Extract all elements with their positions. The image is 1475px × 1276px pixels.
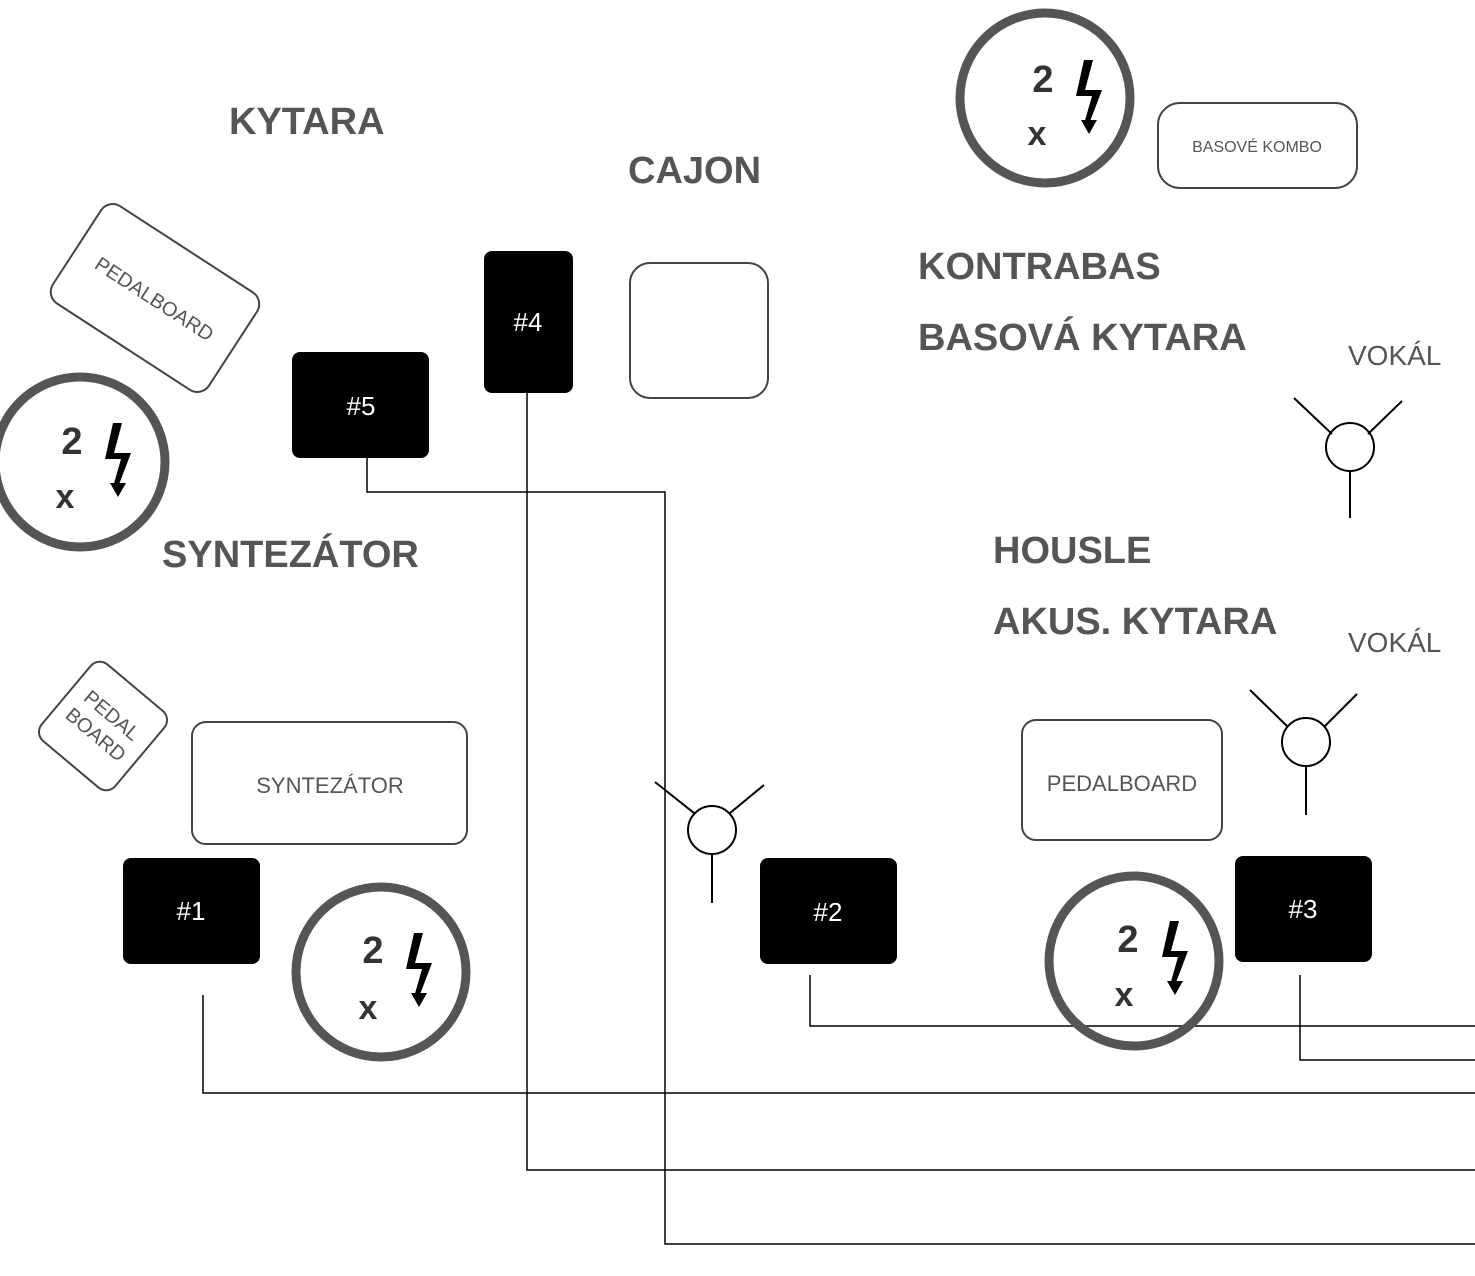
label-vokal-1: VOKÁL <box>1348 340 1441 371</box>
cable-2 <box>809 975 1475 1027</box>
label-syntezator: SYNTEZÁTOR <box>162 532 419 576</box>
microphone-icon <box>1249 689 1358 815</box>
power-outlet-top: 2 x <box>955 8 1135 188</box>
label-housle: HOUSLE <box>993 530 1151 572</box>
cable-5 <box>366 458 1475 1245</box>
label-vokal-2: VOKÁL <box>1348 627 1441 658</box>
pedalboard-acoustic <box>1021 719 1223 841</box>
power-count: 2 <box>1117 919 1138 961</box>
power-times: x <box>56 478 75 516</box>
basove-kombo-label: BASOVÉ KOMBO <box>1192 137 1322 156</box>
syntezator-box <box>191 721 468 845</box>
stagebox-5-label: #5 <box>347 391 376 421</box>
basove-kombo-box <box>1157 102 1358 189</box>
stagebox-4 <box>484 251 573 393</box>
pedalboard-synth: PEDAL BOARD <box>37 660 169 792</box>
microphone-icon <box>1293 397 1403 518</box>
stagebox-3-label: #3 <box>1289 894 1318 924</box>
cable-1 <box>202 995 1475 1094</box>
label-kytara: KYTARA <box>229 101 385 143</box>
cajon-box <box>629 262 769 399</box>
stagebox-4-label: #4 <box>514 307 543 337</box>
syntezator-box-label: SYNTEZÁTOR <box>256 773 404 798</box>
power-outlet-synth: 2 x <box>291 882 471 1062</box>
lightning-icon <box>1162 921 1188 995</box>
power-times: x <box>359 989 378 1027</box>
power-times: x <box>1028 115 1047 153</box>
label-kontrabas: KONTRABAS <box>918 246 1161 288</box>
cable-4 <box>526 393 1475 1171</box>
power-outlet-guitar: 2 x <box>0 372 170 552</box>
power-count: 2 <box>1032 59 1053 101</box>
lightning-icon <box>105 423 131 497</box>
label-basova-kytara: BASOVÁ KYTARA <box>918 315 1247 359</box>
stagebox-1-label: #1 <box>177 896 206 926</box>
stagebox-2-label: #2 <box>814 897 843 927</box>
power-count: 2 <box>362 930 383 972</box>
lightning-icon <box>1076 60 1102 134</box>
pedalboard-acoustic-label: PEDALBOARD <box>1047 771 1197 796</box>
cable-lines <box>202 393 1475 1245</box>
power-outlet-acoustic: 2 x <box>1044 871 1224 1051</box>
stagebox-5 <box>292 352 429 458</box>
cable-3 <box>1299 975 1475 1061</box>
lightning-icon <box>406 933 432 1007</box>
stagebox-1 <box>123 858 260 964</box>
power-count: 2 <box>61 421 82 463</box>
pedalboard-guitar: PEDALBOARD <box>49 203 261 393</box>
stagebox-2 <box>760 858 897 964</box>
power-times: x <box>1115 976 1134 1014</box>
label-cajon: CAJON <box>628 150 761 192</box>
microphone-icon <box>654 781 765 903</box>
label-akus-kytara: AKUS. KYTARA <box>993 601 1277 643</box>
stagebox-3 <box>1235 856 1372 962</box>
